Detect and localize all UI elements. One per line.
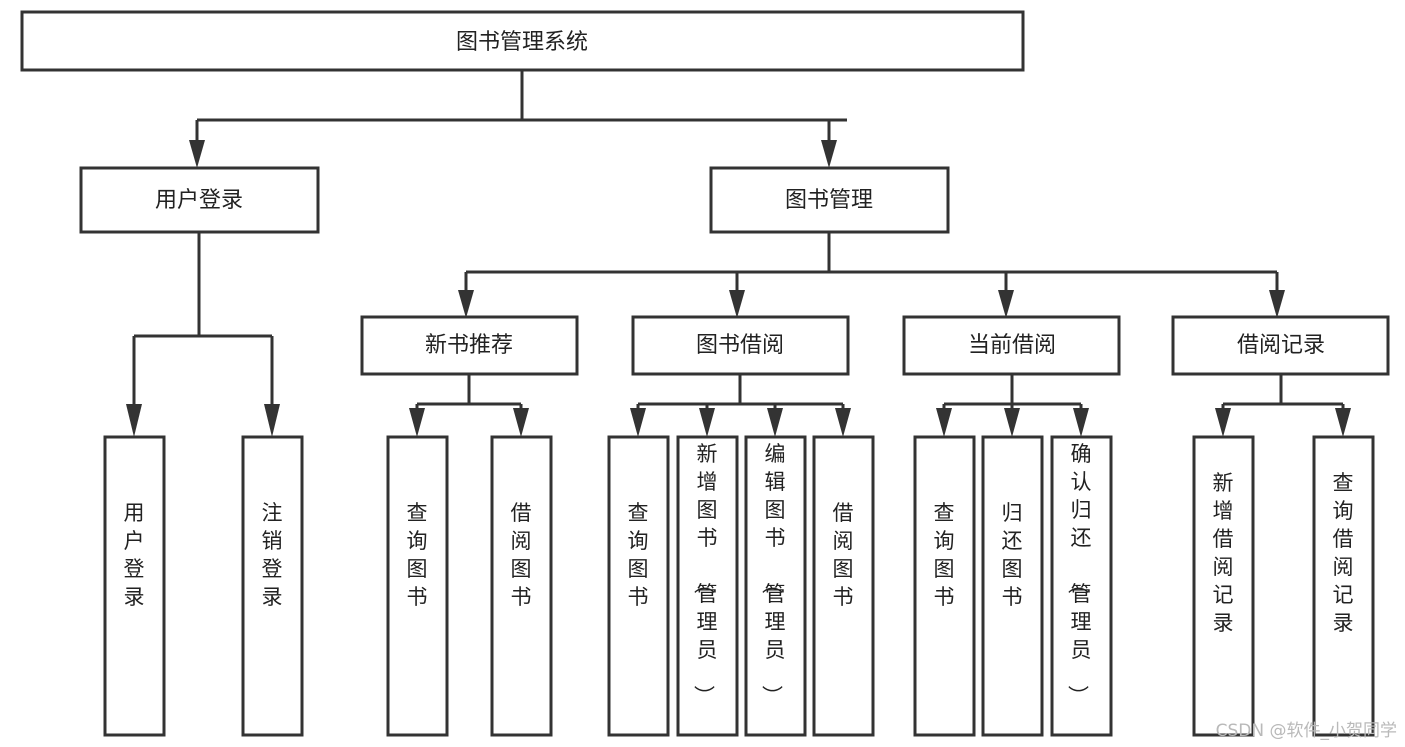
connector-book-borrow-to-leaves	[630, 374, 851, 437]
node-leaf-logout[interactable]: 注销登录	[241, 435, 304, 737]
node-leaf-user-login-label: 用户登录	[124, 501, 145, 609]
node-leaf-borrow-book-recommend-label: 借阅图书	[511, 501, 532, 609]
node-root-system-label: 图书管理系统	[456, 30, 588, 55]
arrow-head-icon	[729, 290, 745, 318]
csdn-watermark: CSDN @软件_小贺同学	[1215, 721, 1397, 741]
node-leaf-user-login[interactable]: 用户登录	[103, 435, 166, 737]
connector-current-borrow-to-leaves	[936, 374, 1089, 437]
node-leaf-add-book-admin[interactable]: 新增图书（管理员）	[676, 435, 739, 737]
arrow-head-icon	[1215, 408, 1231, 437]
node-leaf-query-book-label: 查询图书	[628, 501, 649, 609]
node-book-management[interactable]: 图书管理	[709, 166, 950, 234]
node-leaf-confirm-return-admin-label: 确认归还（管理员）	[1066, 442, 1092, 706]
node-leaf-confirm-return-admin[interactable]: 确认归还（管理员）	[1050, 435, 1113, 737]
node-book-management-label: 图书管理	[785, 188, 873, 213]
arrow-head-icon	[1073, 408, 1089, 437]
node-leaf-return-book[interactable]: 归还图书	[981, 435, 1044, 737]
node-leaf-edit-book-admin[interactable]: 编辑图书（管理员）	[744, 435, 807, 737]
node-root-system[interactable]: 图书管理系统	[20, 10, 1025, 72]
node-borrow-record-label: 借阅记录	[1237, 333, 1325, 358]
node-new-book-recommend[interactable]: 新书推荐	[360, 315, 579, 376]
arrow-head-icon	[630, 408, 646, 437]
arrow-head-icon	[835, 408, 851, 437]
arrow-head-icon	[1335, 408, 1351, 437]
arrow-head-icon	[458, 290, 474, 318]
arrow-head-icon	[189, 140, 205, 168]
arrow-head-icon	[409, 408, 425, 437]
connector-user-login-to-leaves	[126, 232, 280, 437]
arrow-head-icon	[699, 408, 715, 437]
arrow-head-icon	[513, 408, 529, 437]
arrow-head-icon	[821, 140, 837, 168]
connector-root-to-level1	[189, 70, 847, 168]
node-leaf-query-book-current[interactable]: 查询图书	[913, 435, 976, 737]
node-user-login-label: 用户登录	[155, 188, 243, 213]
node-leaf-borrow-book[interactable]: 借阅图书	[812, 435, 875, 737]
arrow-head-icon	[1269, 290, 1285, 318]
node-borrow-record[interactable]: 借阅记录	[1171, 315, 1390, 376]
arrow-head-icon	[126, 404, 142, 437]
node-book-borrow-label: 图书借阅	[696, 333, 784, 358]
node-leaf-borrow-book-label: 借阅图书	[833, 501, 854, 609]
node-current-borrow[interactable]: 当前借阅	[902, 315, 1121, 376]
arrow-head-icon	[264, 404, 280, 437]
node-leaf-logout-label: 注销登录	[262, 501, 283, 609]
node-leaf-borrow-book-recommend[interactable]: 借阅图书	[490, 435, 553, 737]
connector-book-mgmt-to-level2	[458, 232, 1285, 318]
node-leaf-query-book-current-label: 查询图书	[934, 501, 955, 609]
arrow-head-icon	[936, 408, 952, 437]
node-current-borrow-label: 当前借阅	[968, 333, 1056, 358]
arrow-head-icon	[998, 290, 1014, 318]
arrow-head-icon	[1004, 408, 1020, 437]
node-leaf-return-book-label: 归还图书	[1002, 501, 1023, 609]
node-leaf-add-borrow-record[interactable]: 新增借阅记录	[1192, 435, 1255, 737]
connector-new-book-to-leaves	[409, 374, 529, 437]
node-leaf-query-book-recommend-label: 查询图书	[407, 501, 428, 609]
node-leaf-query-borrow-record-label: 查询借阅记录	[1333, 471, 1354, 635]
arrow-head-icon	[767, 408, 783, 437]
node-leaf-edit-book-admin-label: 编辑图书（管理员）	[760, 442, 786, 706]
node-leaf-query-borrow-record[interactable]: 查询借阅记录	[1312, 435, 1375, 737]
connector-borrow-record-to-leaves	[1215, 374, 1351, 437]
node-book-borrow[interactable]: 图书借阅	[631, 315, 850, 376]
node-leaf-add-borrow-record-label: 新增借阅记录	[1213, 471, 1234, 635]
node-new-book-recommend-label: 新书推荐	[425, 333, 513, 358]
node-leaf-query-book[interactable]: 查询图书	[607, 435, 670, 737]
node-leaf-query-book-recommend[interactable]: 查询图书	[386, 435, 449, 737]
node-user-login[interactable]: 用户登录	[79, 166, 320, 234]
node-leaf-add-book-admin-label: 新增图书（管理员）	[692, 442, 718, 706]
